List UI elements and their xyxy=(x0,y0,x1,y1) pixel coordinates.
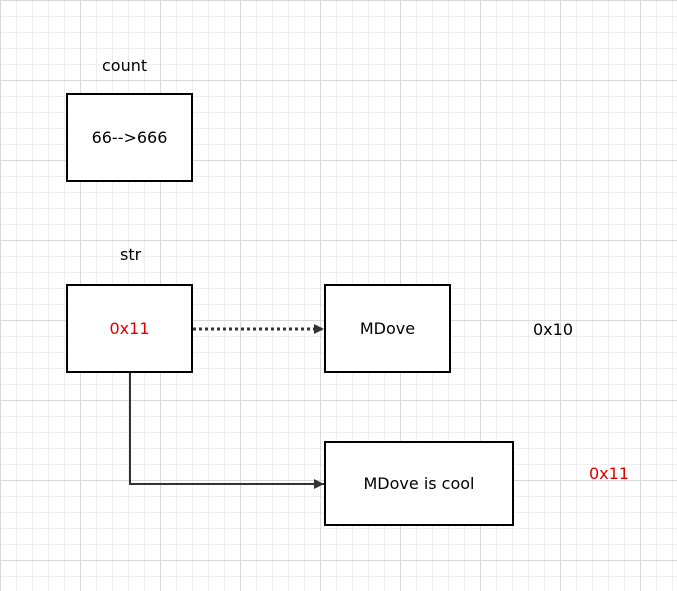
solid-pointer-arrow xyxy=(129,373,324,489)
old-string-box: MDove xyxy=(324,284,451,373)
str-box: 0x11 xyxy=(66,284,193,373)
new-string-box: MDove is cool xyxy=(324,441,514,526)
count-label: count xyxy=(102,56,148,75)
old-string-address: 0x10 xyxy=(533,320,574,339)
count-box: 66-->666 xyxy=(66,93,193,182)
old-string-text: MDove xyxy=(359,319,416,338)
str-label: str xyxy=(120,245,142,264)
str-address-value: 0x11 xyxy=(109,319,150,338)
new-string-address: 0x11 xyxy=(589,464,630,483)
count-value: 66-->666 xyxy=(91,128,168,147)
new-string-text: MDove is cool xyxy=(363,474,475,493)
